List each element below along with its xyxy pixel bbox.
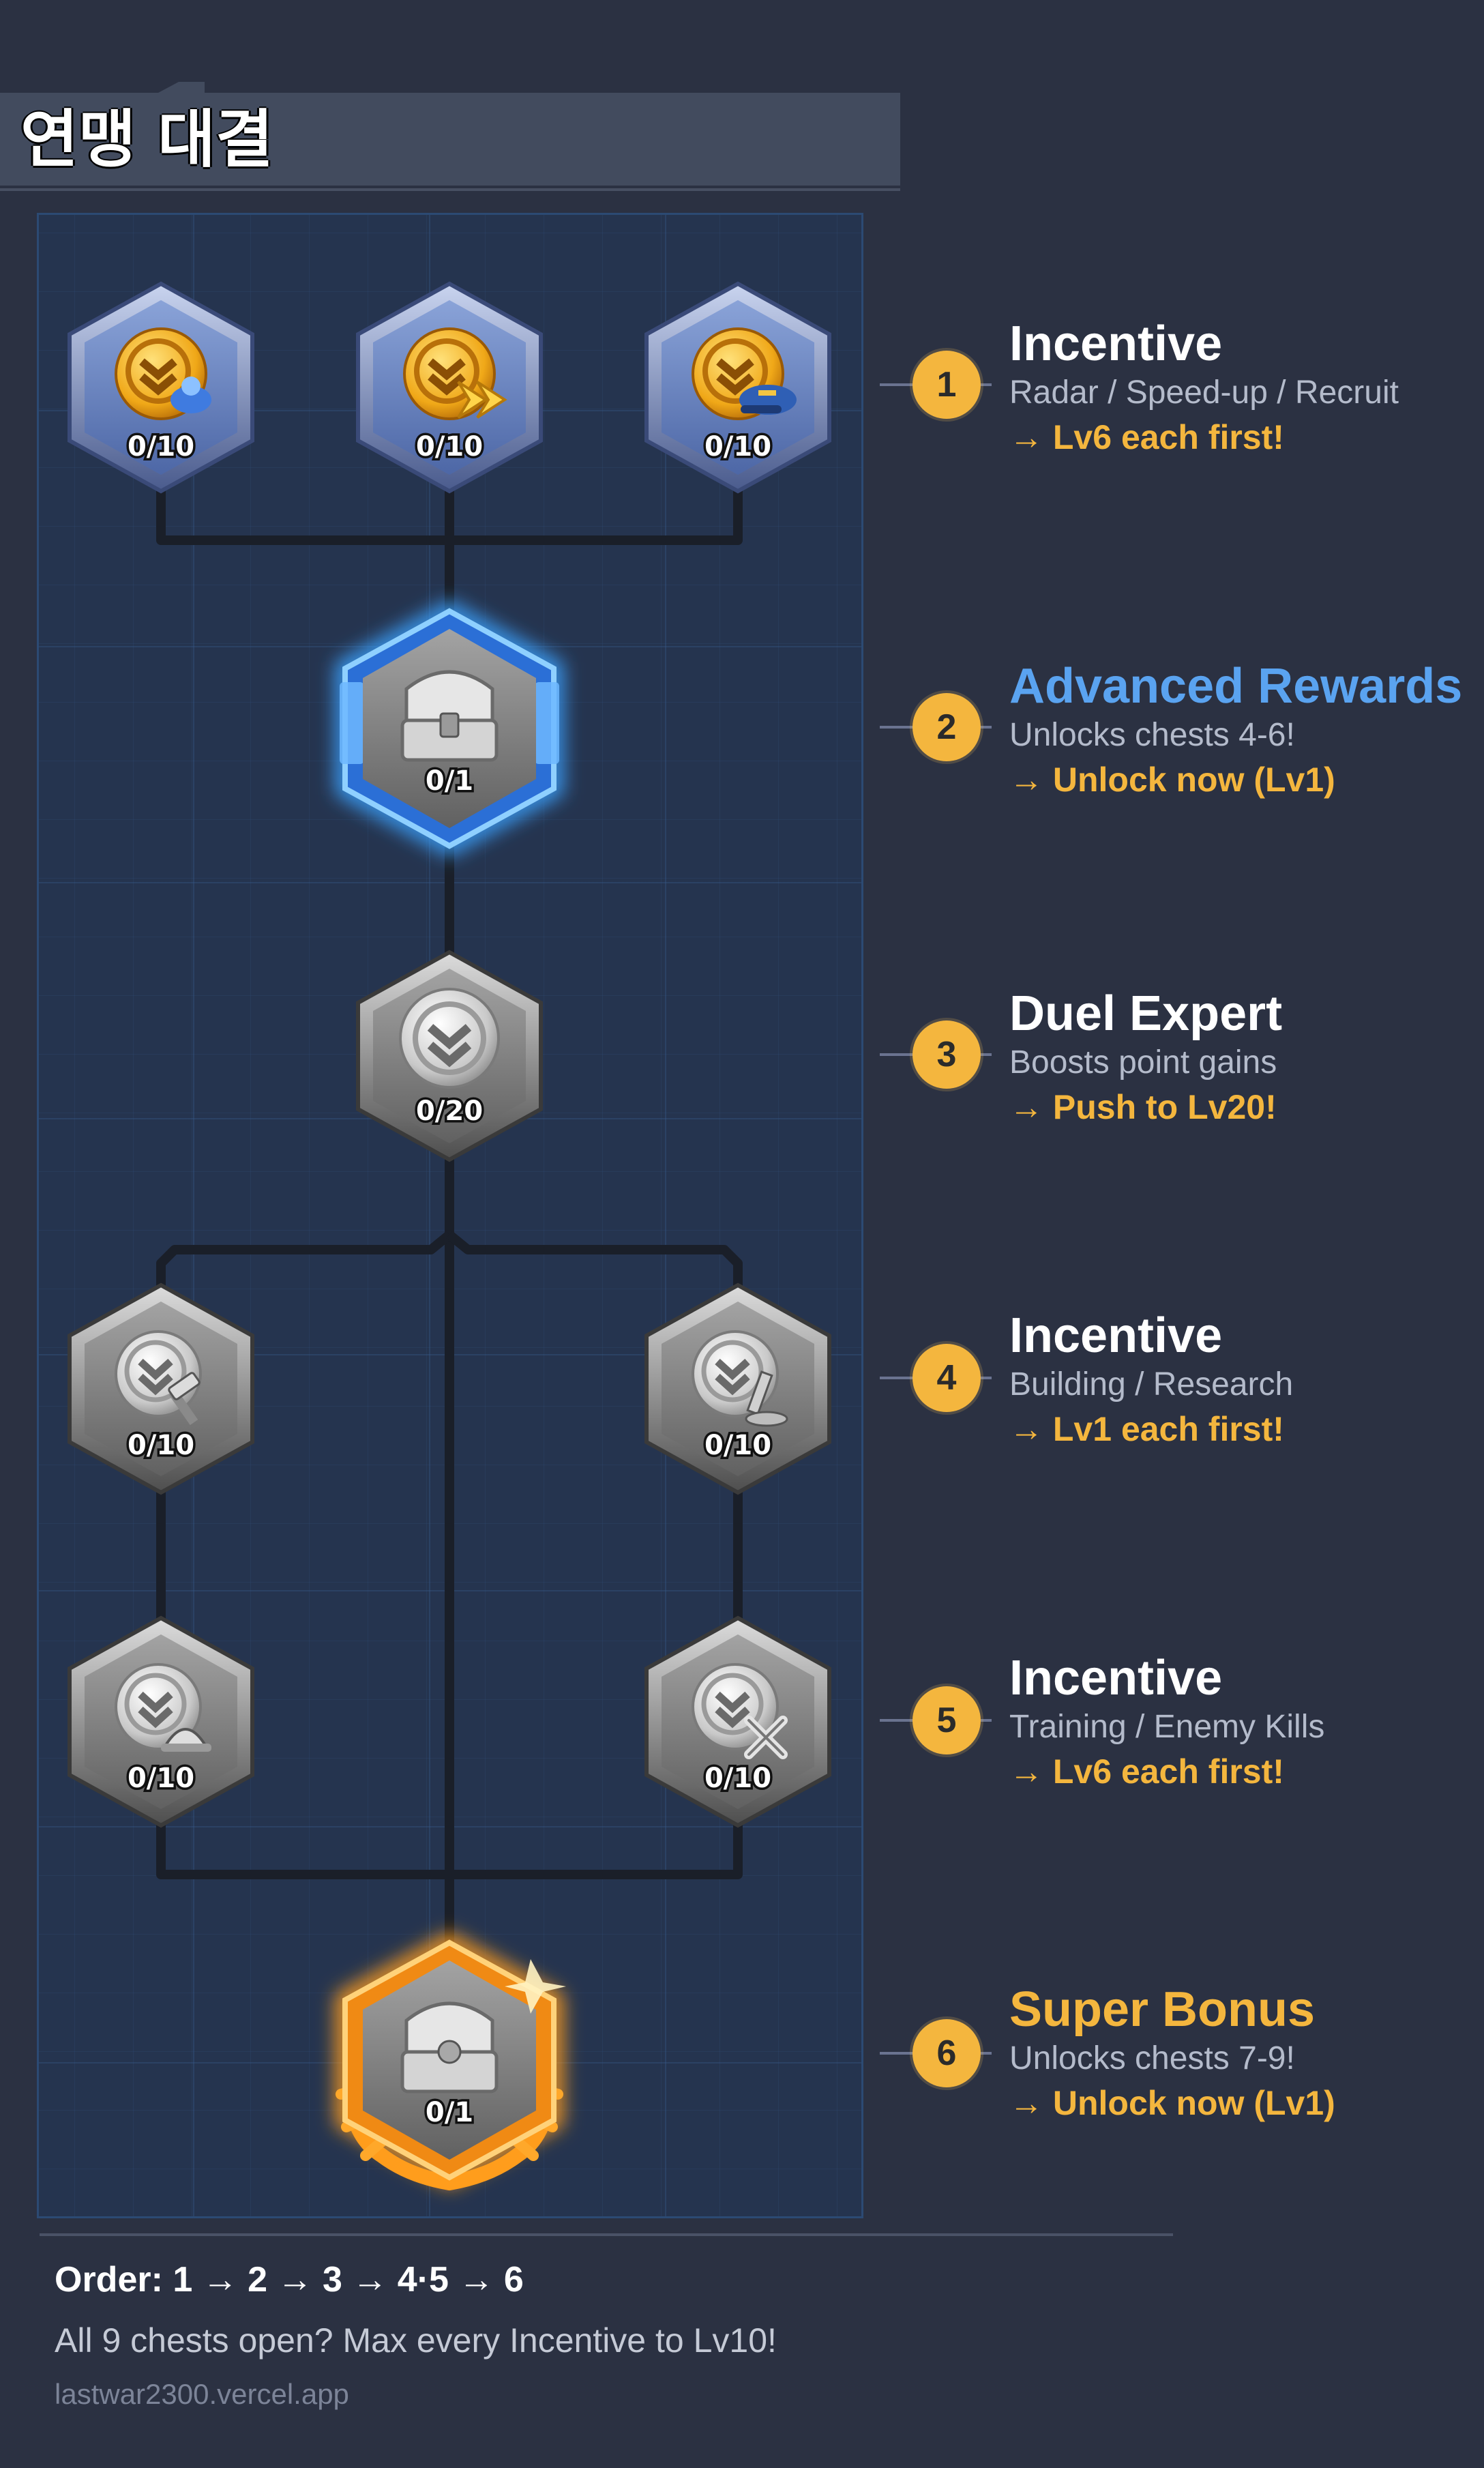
node-enemy-kills[interactable]: 0/10 <box>644 1615 831 1828</box>
header-divider <box>0 188 900 191</box>
building-icon <box>115 1330 202 1426</box>
step-connector <box>975 726 992 729</box>
node-speed-up[interactable]: 0/10 <box>356 281 543 494</box>
step-description: Unlocks chests 7-9! <box>1009 2040 1295 2076</box>
node-super-bonus[interactable]: 0/1 <box>336 1933 566 2191</box>
node-research[interactable]: 0/10 <box>644 1282 831 1495</box>
step-connector <box>880 2052 941 2055</box>
step-5: Incentive Training / Enemy Kills → Lv6 e… <box>1009 1651 1480 1794</box>
step-title: Super Bonus <box>1009 1982 1316 2037</box>
step-connector <box>975 1377 992 1379</box>
header-bar <box>0 93 900 186</box>
node-count: 0/1 <box>426 2097 473 2128</box>
step-description: Training / Enemy Kills <box>1009 1709 1325 1745</box>
chest-icon <box>400 2001 499 2094</box>
step-connector <box>880 1719 941 1722</box>
step-3: Duel Expert Boosts point gains → Push to… <box>1009 986 1480 1130</box>
node-count: 0/10 <box>128 1763 194 1794</box>
footer-order: Order: 1 → 2 → 3 → 4·5 → 6 <box>55 2260 524 2300</box>
node-count: 0/10 <box>704 1763 771 1794</box>
training-icon <box>115 1663 211 1752</box>
research-icon <box>692 1330 788 1427</box>
step-description: Radar / Speed-up / Recruit <box>1009 374 1399 411</box>
node-count: 0/10 <box>416 431 483 462</box>
step-title: Incentive <box>1009 317 1223 371</box>
node-recruit[interactable]: 0/10 <box>644 281 831 494</box>
step-action: → Unlock now (Lv1) <box>1009 761 1335 799</box>
step-description: Boosts point gains <box>1009 1044 1277 1081</box>
radar-icon <box>115 327 211 420</box>
step-title: Advanced Rewards <box>1009 659 1463 714</box>
node-training[interactable]: 0/10 <box>68 1615 254 1828</box>
footer-note: All 9 chests open? Max every Incentive t… <box>55 2321 777 2360</box>
step-connector <box>975 1719 992 1722</box>
step-title: Incentive <box>1009 1308 1223 1363</box>
step-connector <box>975 1053 992 1056</box>
node-count: 0/1 <box>426 765 473 797</box>
step-connector <box>880 383 941 386</box>
page-title: 연맹 대결 <box>20 103 273 176</box>
step-connector <box>880 1053 941 1056</box>
node-count: 0/10 <box>128 1430 194 1461</box>
speed-up-icon <box>403 327 507 420</box>
step-connector <box>975 383 992 386</box>
footer-divider <box>40 2233 1173 2236</box>
node-count: 0/20 <box>416 1096 483 1127</box>
step-action: → Lv6 each first! <box>1009 418 1284 456</box>
step-action: → Unlock now (Lv1) <box>1009 2084 1335 2122</box>
node-duel-expert[interactable]: 0/20 <box>356 950 543 1162</box>
step-title: Incentive <box>1009 1651 1223 1705</box>
step-marker-5: 5 <box>912 1686 981 1754</box>
recruit-icon <box>692 327 797 420</box>
step-marker-2: 2 <box>912 693 981 761</box>
node-radar[interactable]: 0/10 <box>68 281 254 494</box>
step-marker-6: 6 <box>912 2019 981 2087</box>
step-6: Super Bonus Unlocks chests 7-9! → Unlock… <box>1009 1982 1480 2126</box>
step-action: → Push to Lv20! <box>1009 1088 1277 1126</box>
step-connector <box>880 1377 941 1379</box>
step-2: Advanced Rewards Unlocks chests 4-6! → U… <box>1009 659 1480 802</box>
node-advanced-rewards[interactable]: 0/1 <box>336 601 563 856</box>
step-connector <box>880 726 941 729</box>
step-1: Incentive Radar / Speed-up / Recruit → L… <box>1009 317 1480 460</box>
duel-expert-icon <box>399 988 500 1089</box>
step-marker-3: 3 <box>912 1020 981 1089</box>
step-marker-1: 1 <box>912 351 981 419</box>
step-marker-4: 4 <box>912 1344 981 1412</box>
enemy-kills-icon <box>692 1663 788 1759</box>
node-count: 0/10 <box>704 1430 771 1461</box>
node-count: 0/10 <box>704 431 771 462</box>
step-description: Building / Research <box>1009 1366 1294 1402</box>
step-action: → Lv6 each first! <box>1009 1752 1284 1791</box>
step-action: → Lv1 each first! <box>1009 1410 1284 1448</box>
footer-url: lastwar2300.vercel.app <box>55 2378 349 2410</box>
node-building[interactable]: 0/10 <box>68 1282 254 1495</box>
chest-icon <box>400 670 499 762</box>
step-connector <box>975 2052 992 2055</box>
step-description: Unlocks chests 4-6! <box>1009 717 1295 753</box>
step-title: Duel Expert <box>1009 986 1283 1041</box>
node-count: 0/10 <box>128 431 194 462</box>
step-4: Incentive Building / Research → Lv1 each… <box>1009 1308 1480 1452</box>
